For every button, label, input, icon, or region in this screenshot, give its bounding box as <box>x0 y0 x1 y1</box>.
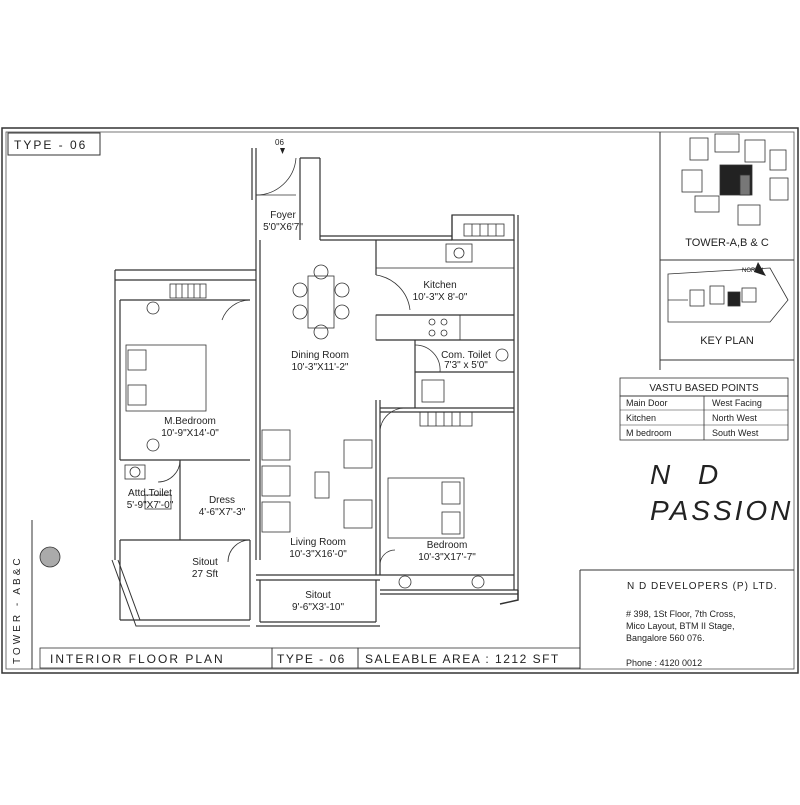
key-plan-label: KEY PLAN <box>700 335 754 347</box>
entry-arrow <box>280 148 285 154</box>
room-size-attd-toilet: 5'-9"X7'-0" <box>127 500 174 511</box>
toilet-fixtures <box>124 348 509 510</box>
tower-label: TOWER-A,B & C <box>685 237 769 249</box>
dining-table <box>292 264 350 340</box>
footer-title: INTERIOR FLOOR PLAN <box>50 652 225 666</box>
room-labels: Foyer 5'0"X6'7" Kitchen 10'-3"X 8'-0" Di… <box>127 210 491 613</box>
room-size-com-toilet: 7'3" x 5'0" <box>444 360 488 371</box>
site-key-sketch <box>667 267 789 323</box>
bedroom-bed <box>387 477 485 589</box>
doors <box>157 157 441 566</box>
room-name-sitout-small: Sitout <box>192 557 218 568</box>
developer-address-line1: # 398, 1St Floor, 7th Cross, <box>626 609 736 619</box>
developer-address-line2: Mico Layout, BTM II Stage, <box>626 621 735 631</box>
windows <box>111 223 519 627</box>
compass-icon <box>39 546 61 568</box>
kitchen-fixtures <box>375 239 515 341</box>
vastu-row-value: North West <box>712 413 757 423</box>
room-size-living: 10'-3"X16'-0" <box>289 549 347 560</box>
master-bed <box>125 301 207 452</box>
developer-phone: Phone : 4120 0012 <box>626 658 702 668</box>
room-size-dress: 4'-6"X7'-3" <box>199 507 246 518</box>
vastu-row-item: Kitchen <box>626 413 656 423</box>
developer-address-line3: Bangalore 560 076. <box>626 633 705 643</box>
room-size-sitout: 9'-6"X3'-10" <box>292 602 345 613</box>
type-badge: TYPE - 06 <box>14 138 87 152</box>
north-arrow-icon <box>754 262 766 276</box>
vastu-title: VASTU BASED POINTS <box>649 383 759 394</box>
room-name-bedroom: Bedroom <box>427 540 468 551</box>
outer-border <box>1 127 799 674</box>
room-name-sitout: Sitout <box>305 590 331 601</box>
room-name-dress: Dress <box>209 495 235 506</box>
footer-type: TYPE - 06 <box>277 652 346 666</box>
north-label: NORTH <box>742 268 763 274</box>
room-size-bedroom: 10'-3"X17'-7" <box>418 552 476 563</box>
vastu-row-item: M bedroom <box>626 428 672 438</box>
developer-name: N D DEVELOPERS (P) LTD. <box>627 581 778 592</box>
room-size-kitchen: 10'-3"X 8'-0" <box>413 292 468 303</box>
footer-area: SALEABLE AREA : 1212 SFT <box>365 652 560 666</box>
tower-key-sketch <box>681 133 789 226</box>
room-name-dining: Dining Room <box>291 350 349 361</box>
room-size-foyer: 5'0"X6'7" <box>263 222 303 233</box>
room-name-com-toilet: Com. Toilet <box>441 350 491 361</box>
room-size-dining: 10'-3"X11'-2" <box>292 362 349 373</box>
inner-border <box>5 131 795 670</box>
vastu-table: VASTU BASED POINTS Main Door West Facing… <box>619 377 789 441</box>
walls <box>114 148 519 627</box>
brand-line2: PASSION <box>650 495 793 526</box>
tower-side-label: TOWER - AB&C <box>12 555 23 664</box>
vastu-row-value: South West <box>712 428 759 438</box>
room-name-living: Living Room <box>290 537 346 548</box>
entry-marker: 06 <box>275 138 284 147</box>
room-name-m-bedroom: M.Bedroom <box>164 416 216 427</box>
room-size-m-bedroom: 10'-9"X14'-0" <box>161 428 219 439</box>
room-name-attd-toilet: Attd.Toilet <box>128 488 172 499</box>
brand-line1: N D <box>650 459 728 490</box>
room-size-sitout-small: 27 Sft <box>192 569 218 580</box>
room-name-kitchen: Kitchen <box>423 280 456 291</box>
living-furniture <box>261 429 373 533</box>
vastu-row-value: West Facing <box>712 398 762 408</box>
vastu-row-item: Main Door <box>626 398 668 408</box>
type-badge-box <box>7 132 101 156</box>
room-name-foyer: Foyer <box>270 210 296 221</box>
